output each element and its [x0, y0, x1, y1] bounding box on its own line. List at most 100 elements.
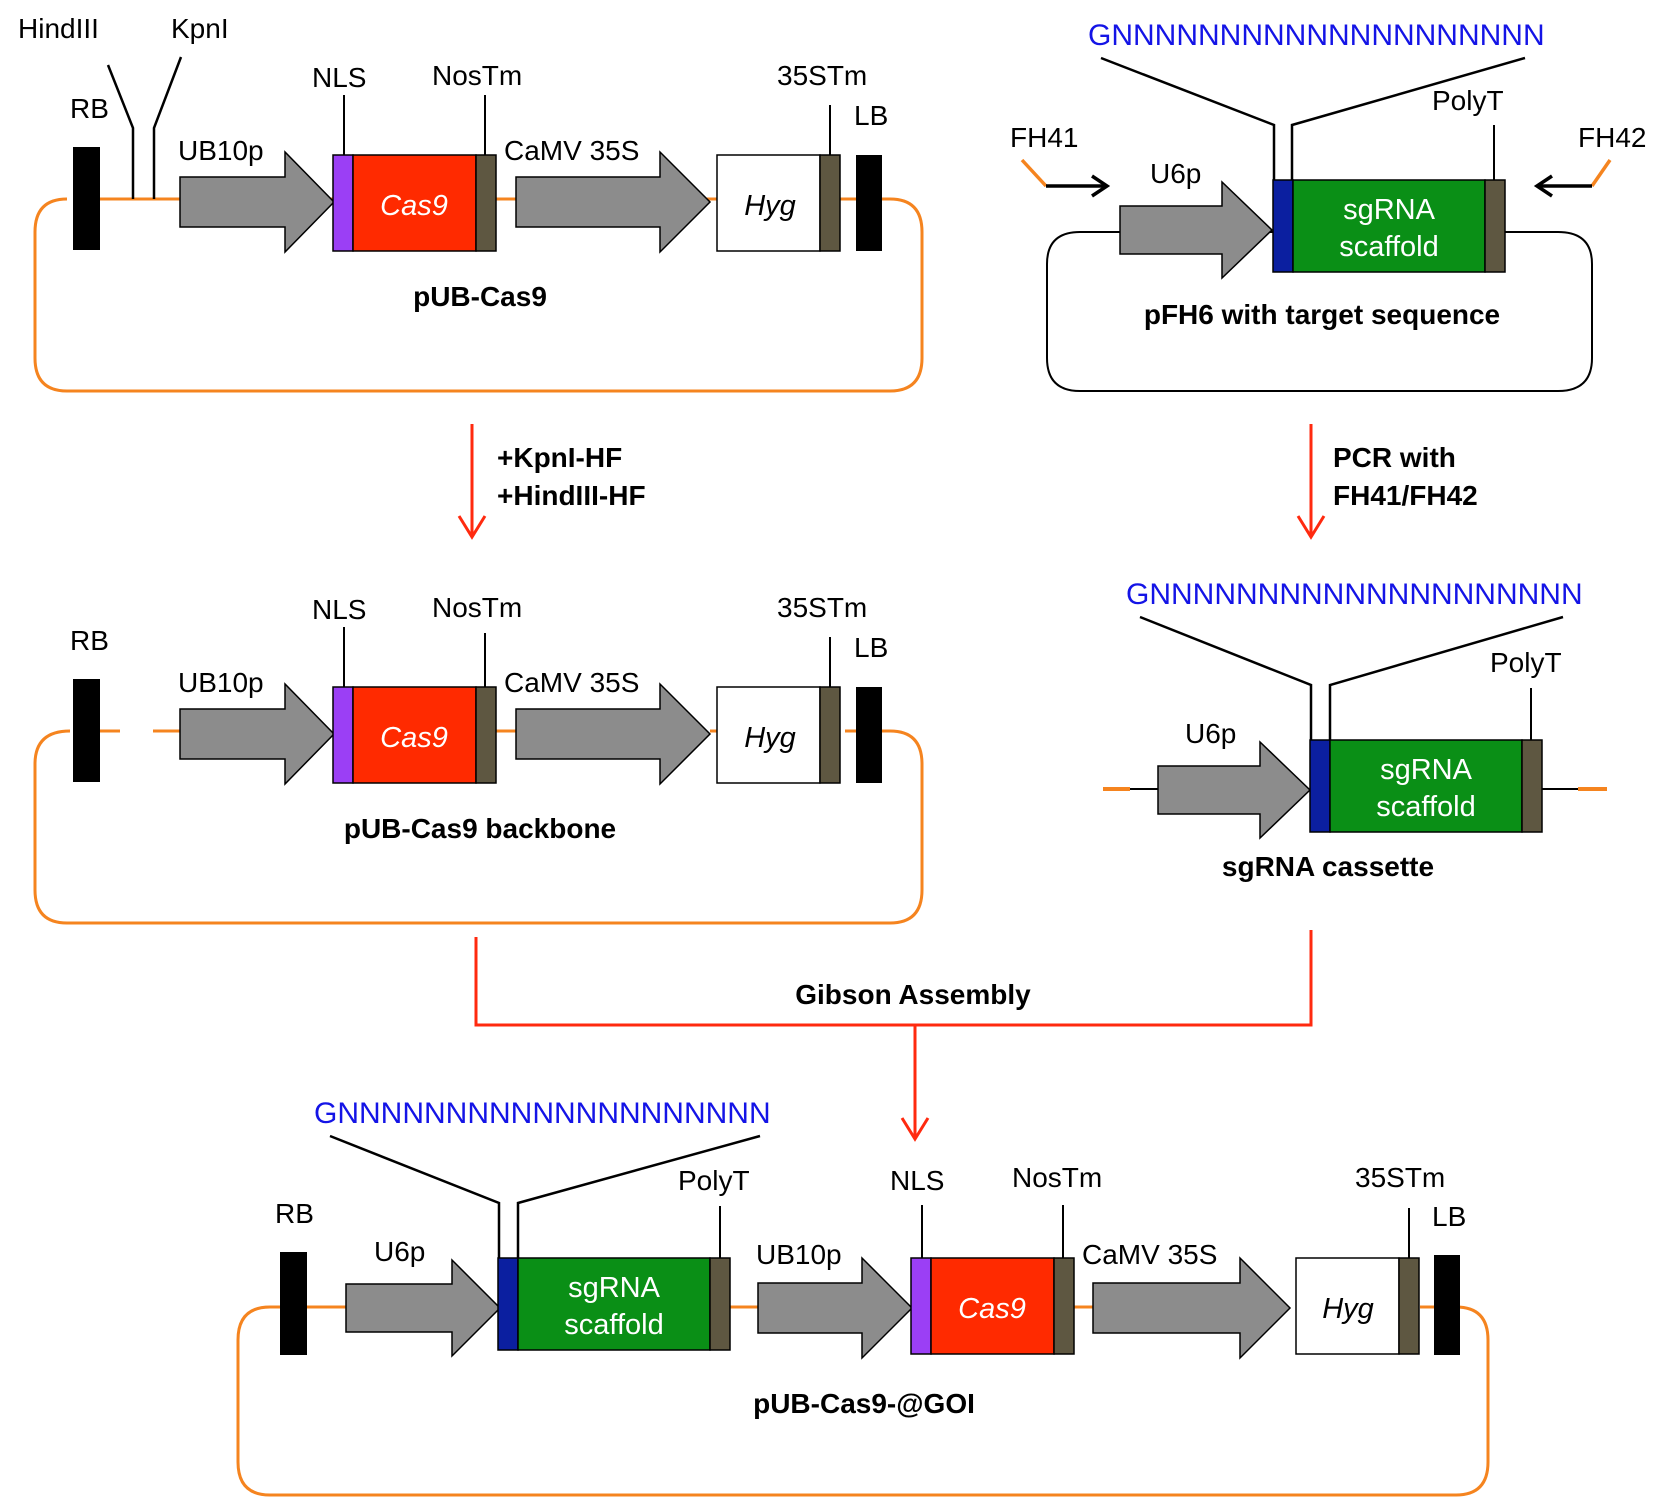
fh41-label: FH41 — [1010, 122, 1078, 153]
ub10p-promoter-arrow — [179, 150, 336, 254]
sgrna-label-line2: scaffold — [1376, 791, 1475, 823]
panel-pub-cas9: HindIII KpnI RB UB10p Cas9 NLS NosTm CaM… — [18, 13, 924, 393]
digest-arrowhead — [457, 515, 487, 540]
nostm-label: NosTm — [432, 592, 522, 623]
rb-label: RB — [70, 625, 109, 656]
fh42-label: FH42 — [1578, 122, 1646, 153]
hyg-label: Hyg — [744, 190, 796, 222]
target-box — [497, 1257, 519, 1351]
hyg-box — [1295, 1257, 1400, 1355]
step-digest: +KpnI-HF +HindIII-HF — [457, 424, 646, 540]
camv35s-label: CaMV 35S — [1082, 1239, 1217, 1270]
target-pointer-left — [329, 1134, 501, 1258]
stm35-box — [819, 154, 841, 252]
nostm-box — [1053, 1257, 1075, 1355]
cas9-label: Cas9 — [958, 1293, 1026, 1325]
u6p-label: U6p — [374, 1236, 425, 1267]
target-pointer-left — [1100, 56, 1276, 180]
backbone-name: pUB-Cas9 backbone — [344, 813, 616, 844]
pfh6-name: pFH6 with target sequence — [1144, 299, 1500, 330]
lb-border — [856, 687, 882, 783]
final-plasmid-name: pUB-Cas9-@GOI — [753, 1388, 975, 1419]
pfh6-backbone-line — [1046, 231, 1593, 392]
hyg-box — [716, 686, 821, 784]
u6p-promoter-arrow — [1119, 180, 1274, 280]
stm35-label: 35STm — [1355, 1162, 1445, 1193]
stm35-label: 35STm — [777, 60, 867, 91]
nostm-box — [475, 686, 497, 784]
ub10p-label: UB10p — [178, 667, 264, 698]
camv35s-promoter-arrow — [515, 682, 712, 786]
sgrna-label-line1: sgRNA — [1380, 754, 1473, 786]
nls-box — [910, 1257, 932, 1355]
ub10p-label: UB10p — [756, 1239, 842, 1270]
gibson-label: Gibson Assembly — [795, 979, 1031, 1010]
polyt-box — [709, 1257, 731, 1351]
cas9-label: Cas9 — [380, 190, 448, 222]
nls-box — [332, 686, 354, 784]
u6p-label: U6p — [1185, 718, 1236, 749]
polyt-label: PolyT — [1490, 647, 1562, 678]
backbone-line-left — [33, 729, 924, 925]
step-gibson: Gibson Assembly — [474, 930, 1313, 1142]
u6p-label: U6p — [1150, 158, 1201, 189]
u6p-promoter-arrow — [1157, 740, 1312, 840]
pcr-arrowhead — [1296, 515, 1326, 540]
digest-enzyme-2: +HindIII-HF — [497, 480, 646, 511]
sgrna-label-line2: scaffold — [1339, 231, 1438, 263]
hyg-label: Hyg — [744, 722, 796, 754]
rb-label: RB — [70, 93, 109, 124]
fh41-primer-tail — [1020, 158, 1048, 188]
ub10p-promoter-arrow — [179, 682, 336, 786]
panel-pub-cas9-backbone: RB UB10p Cas9 NLS NosTm CaMV 35S Hyg 35S… — [33, 592, 924, 925]
rb-border — [73, 147, 100, 250]
polyt-box — [1484, 179, 1506, 273]
nls-label: NLS — [312, 594, 366, 625]
panel-pub-cas9-goi: RB GNNNNNNNNNNNNNNNNNNNN U6p sgRNA scaff… — [236, 1097, 1490, 1497]
nls-label: NLS — [312, 62, 366, 93]
gibson-join-line — [474, 930, 1313, 1027]
camv35s-label: CaMV 35S — [504, 667, 639, 698]
camv35s-promoter-arrow — [515, 150, 712, 254]
nls-label: NLS — [890, 1165, 944, 1196]
hyg-box — [716, 154, 821, 252]
fh42-primer-tail — [1590, 159, 1612, 187]
nostm-box — [475, 154, 497, 252]
lb-border — [1434, 1255, 1460, 1355]
sgrna-scaffold-box — [1329, 739, 1523, 833]
rb-border — [73, 679, 100, 782]
target-pointer-right — [1290, 56, 1526, 180]
target-box — [1272, 179, 1294, 273]
polyt-box — [1521, 739, 1543, 833]
kpni-label: KpnI — [171, 13, 229, 44]
lb-label: LB — [1432, 1201, 1466, 1232]
fh41-arrowhead — [1091, 174, 1111, 198]
camv35s-label: CaMV 35S — [504, 135, 639, 166]
cas9-label: Cas9 — [380, 722, 448, 754]
pcr-step-line2: FH41/FH42 — [1333, 480, 1478, 511]
nostm-label: NosTm — [432, 60, 522, 91]
final-backbone-line — [236, 1305, 1490, 1497]
target-sequence: GNNNNNNNNNNNNNNNNNNNN — [1088, 19, 1545, 52]
rb-label: RB — [275, 1198, 314, 1229]
target-sequence: GNNNNNNNNNNNNNNNNNNNN — [1126, 578, 1583, 611]
hyg-label: Hyg — [1322, 1293, 1374, 1325]
hindiii-label: HindIII — [18, 13, 99, 44]
rb-border — [280, 1252, 307, 1355]
lb-border — [856, 155, 882, 251]
nostm-label: NosTm — [1012, 1162, 1102, 1193]
camv35s-promoter-arrow — [1092, 1256, 1292, 1360]
cassette-name: sgRNA cassette — [1222, 851, 1434, 882]
lb-label: LB — [854, 632, 888, 663]
target-pointer-right — [516, 1134, 761, 1258]
pcr-step-line1: PCR with — [1333, 442, 1456, 473]
polyt-label: PolyT — [678, 1165, 750, 1196]
stm35-box — [1398, 1257, 1420, 1355]
target-sequence: GNNNNNNNNNNNNNNNNNNNN — [314, 1097, 771, 1130]
digest-enzyme-1: +KpnI-HF — [497, 442, 622, 473]
target-pointer-right — [1328, 615, 1564, 740]
sgrna-label-line1: sgRNA — [1343, 194, 1436, 226]
sgrna-label-line2: scaffold — [564, 1309, 663, 1341]
plasmid-backbone-line — [33, 197, 924, 393]
